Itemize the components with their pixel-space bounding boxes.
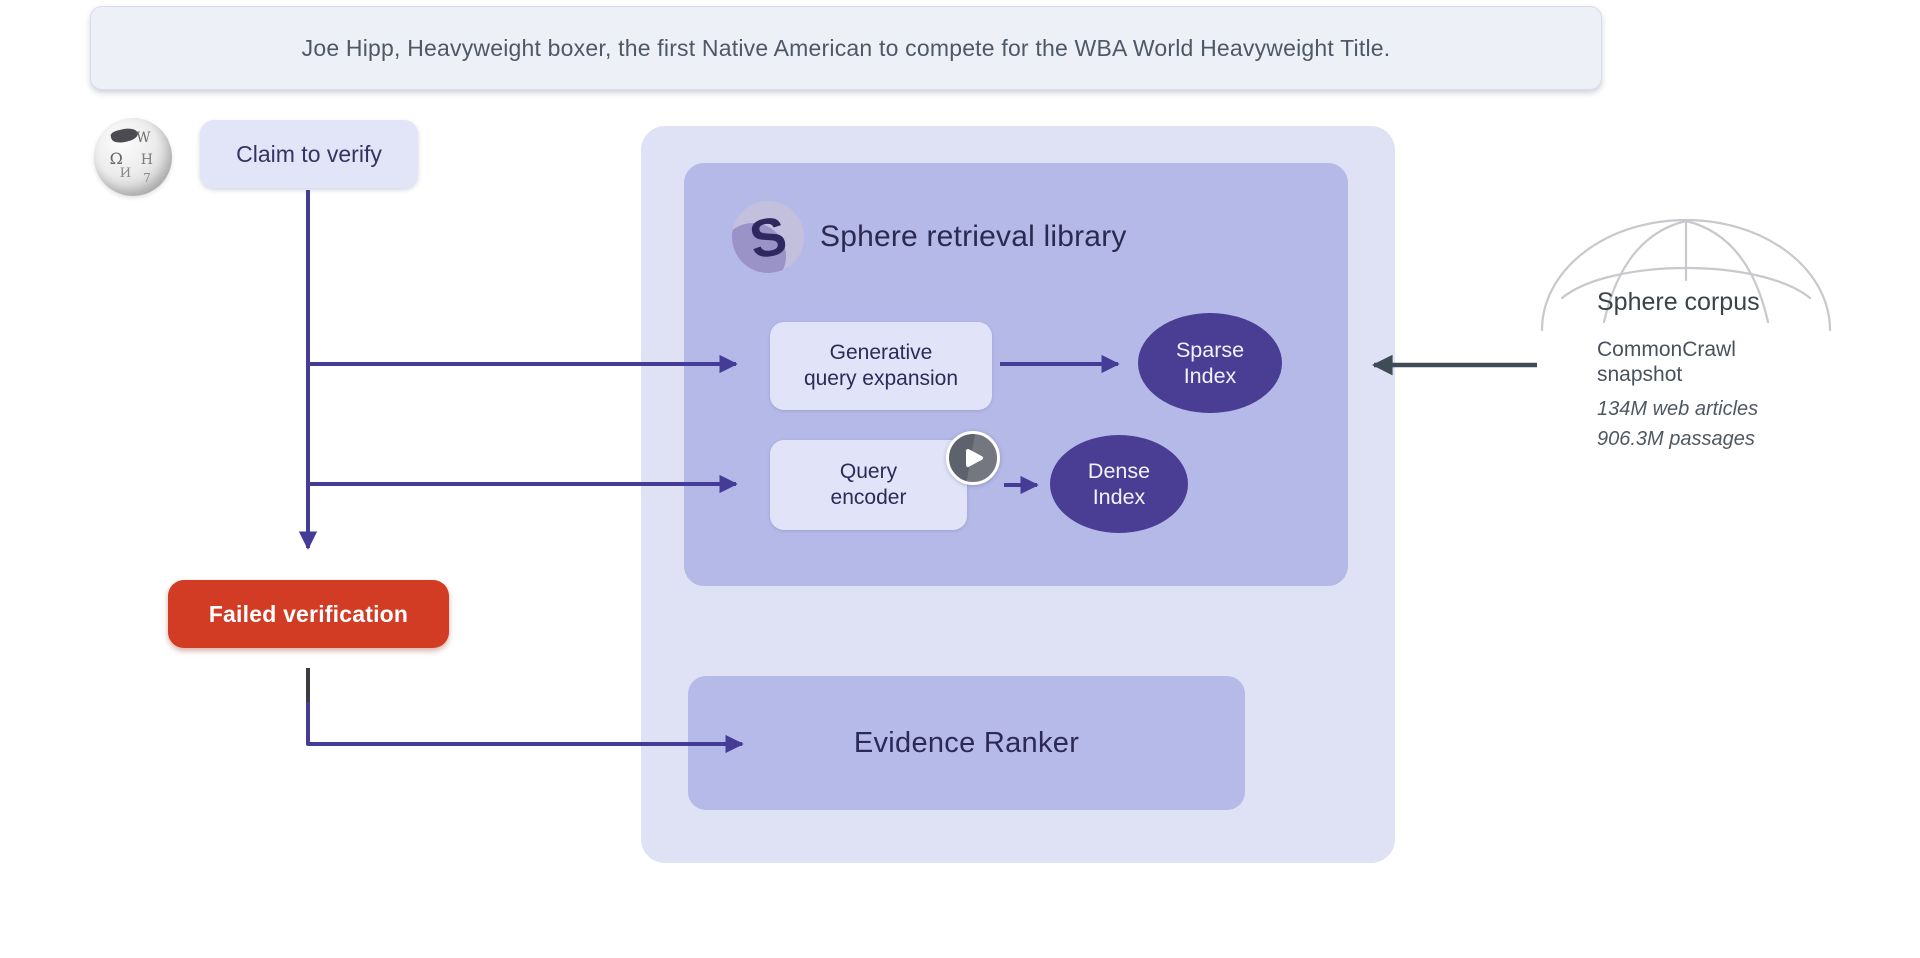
node-label: Index: [1092, 485, 1146, 509]
node-label: encoder: [830, 486, 907, 509]
library-title: Sphere retrieval library: [820, 220, 1127, 253]
evidence-ranker-box: Evidence Ranker: [688, 676, 1245, 810]
play-icon: [966, 449, 983, 467]
corpus-snapshot: CommonCrawl snapshot: [1597, 337, 1736, 387]
node-label: Sparse: [1175, 338, 1245, 362]
library-header: S Sphere retrieval library: [732, 201, 1127, 273]
node-dense-index: Dense Index: [1050, 435, 1188, 533]
corpus-stat: 906.3M passages: [1597, 428, 1755, 450]
node-query-encoder: Query encoder: [770, 440, 967, 530]
node-generative-query-expansion: Generative query expansion: [770, 322, 992, 410]
claim-to-verify-label: Claim to verify: [236, 140, 382, 167]
node-sparse-index: Sparse Index: [1138, 313, 1282, 413]
failed-verification-label: Failed verification: [208, 600, 409, 627]
claim-text: Joe Hipp, Heavyweight boxer, the first N…: [301, 34, 1391, 61]
corpus-snapshot-line: CommonCrawl: [1597, 338, 1736, 361]
wikipedia-icon: W Ω H И 7: [94, 118, 172, 196]
corpus-title: Sphere corpus: [1597, 288, 1760, 316]
puzzle-piece-shape: [109, 125, 139, 146]
claim-to-verify-box: Claim to verify: [200, 120, 418, 188]
node-label: Index: [1183, 364, 1237, 388]
node-label: Dense: [1087, 459, 1151, 483]
play-button[interactable]: [946, 431, 1000, 485]
claim-text-banner: Joe Hipp, Heavyweight boxer, the first N…: [90, 6, 1602, 90]
node-label: Query: [839, 460, 898, 483]
corpus-stats: 134M web articles 906.3M passages: [1597, 394, 1758, 454]
node-label: Generative: [829, 341, 933, 364]
failed-verification-badge: Failed verification: [168, 580, 449, 648]
node-label: query expansion: [803, 367, 959, 390]
evidence-ranker-label: Evidence Ranker: [853, 726, 1080, 759]
sphere-logo-icon: S: [732, 201, 804, 273]
corpus-snapshot-line: snapshot: [1597, 363, 1683, 386]
corpus-stat: 134M web articles: [1597, 398, 1759, 420]
